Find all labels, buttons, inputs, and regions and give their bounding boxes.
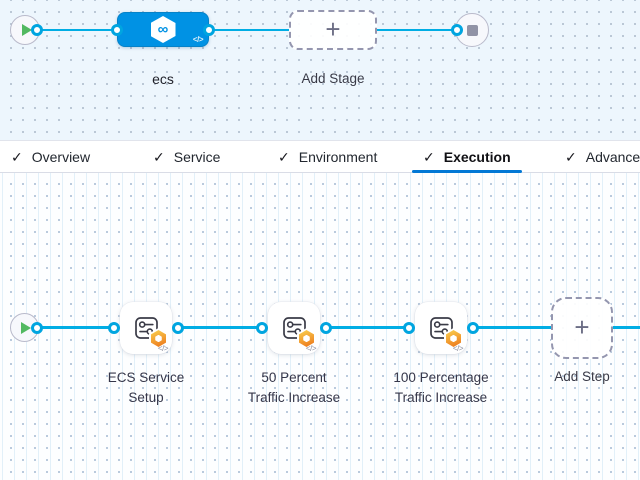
infinity-icon: ∞ (157, 20, 169, 38)
check-icon: ✓ (278, 148, 290, 165)
tab-overview[interactable]: ✓ Overview (0, 141, 101, 172)
tab-label: Service (173, 148, 221, 165)
plus-icon: + (574, 312, 590, 342)
step-label: 100 Percentage Traffic Increase (361, 368, 521, 408)
play-icon (21, 24, 32, 36)
edge (37, 326, 114, 329)
check-icon: ✓ (153, 148, 165, 165)
hexagon-badge-icon (444, 328, 463, 349)
check-icon: ✓ (11, 148, 23, 165)
edge (377, 28, 457, 32)
connector-port[interactable] (31, 24, 43, 36)
sliders-icon (135, 317, 158, 339)
edge (209, 28, 289, 32)
connector-port[interactable] (108, 321, 120, 334)
stage-name-label: ecs (152, 71, 174, 87)
step-label-line1: ECS Service (107, 370, 185, 385)
play-icon (21, 321, 31, 334)
stop-icon (466, 24, 478, 36)
code-icon[interactable]: </> (452, 344, 464, 353)
tab-execution[interactable]: ✓ Execution (412, 141, 522, 173)
add-step-label: Add Step (554, 369, 610, 384)
connector-port[interactable] (203, 24, 215, 36)
tab-environment[interactable]: ✓ Environment (267, 141, 388, 172)
check-icon: ✓ (565, 148, 577, 165)
step-node-50-percent-traffic-increase[interactable]: </> (268, 302, 320, 354)
code-icon[interactable]: </> (157, 344, 169, 353)
tab-label: Overview (31, 148, 91, 165)
connector-port[interactable] (467, 321, 479, 334)
step-label-line2: Traffic Increase (394, 390, 488, 405)
code-icon[interactable]: </> (305, 344, 317, 353)
hexagon-badge-icon (297, 328, 316, 349)
stage-node-ecs[interactable]: ∞ </> (117, 12, 209, 47)
connector-port[interactable] (31, 321, 43, 334)
step-label-line1: 50 Percent (261, 370, 327, 385)
connector-port[interactable] (403, 321, 415, 334)
step-node-ecs-service-setup[interactable]: </> (120, 302, 172, 354)
step-label-line2: Traffic Increase (247, 390, 341, 405)
connector-port[interactable] (451, 24, 463, 36)
connector-port[interactable] (320, 321, 332, 334)
step-label: 50 Percent Traffic Increase (214, 368, 374, 408)
cd-stage-icon: ∞ (150, 16, 176, 43)
step-label: ECS Service Setup (66, 368, 226, 408)
connector-port[interactable] (172, 321, 184, 334)
check-icon: ✓ (423, 148, 435, 165)
stage-canvas: ∞ </> ecs + Add Stage (0, 0, 640, 140)
tab-service[interactable]: ✓ Service (142, 141, 231, 172)
tab-advanced[interactable]: ✓ Advanced (554, 141, 640, 172)
edge (473, 326, 551, 329)
step-label-line1: 100 Percentage (393, 370, 489, 385)
add-stage-button[interactable]: + (289, 10, 377, 50)
step-node-100-percentage-traffic-increase[interactable]: </> (415, 302, 467, 354)
plus-icon: + (325, 14, 341, 44)
tab-label: Execution (443, 148, 511, 165)
hexagon-badge-icon (149, 328, 168, 349)
add-step-button[interactable]: + (551, 297, 613, 359)
code-icon[interactable]: </> (192, 35, 204, 44)
connector-port[interactable] (256, 321, 268, 334)
edge (326, 326, 409, 329)
connector-port[interactable] (111, 24, 123, 36)
add-stage-label: Add Stage (301, 71, 365, 86)
active-tab-underline (412, 169, 522, 173)
execution-canvas: </> ECS Service Setup </> 50 Percent (0, 173, 640, 480)
edge (37, 28, 117, 32)
step-label-line2: Setup (128, 390, 164, 405)
tab-label: Advanced (585, 148, 640, 165)
edge (611, 326, 640, 329)
edge (178, 326, 262, 329)
tab-label: Environment (298, 148, 378, 165)
stage-config-tabs: ✓ Overview ✓ Service ✓ Environment ✓ Exe… (0, 140, 640, 173)
